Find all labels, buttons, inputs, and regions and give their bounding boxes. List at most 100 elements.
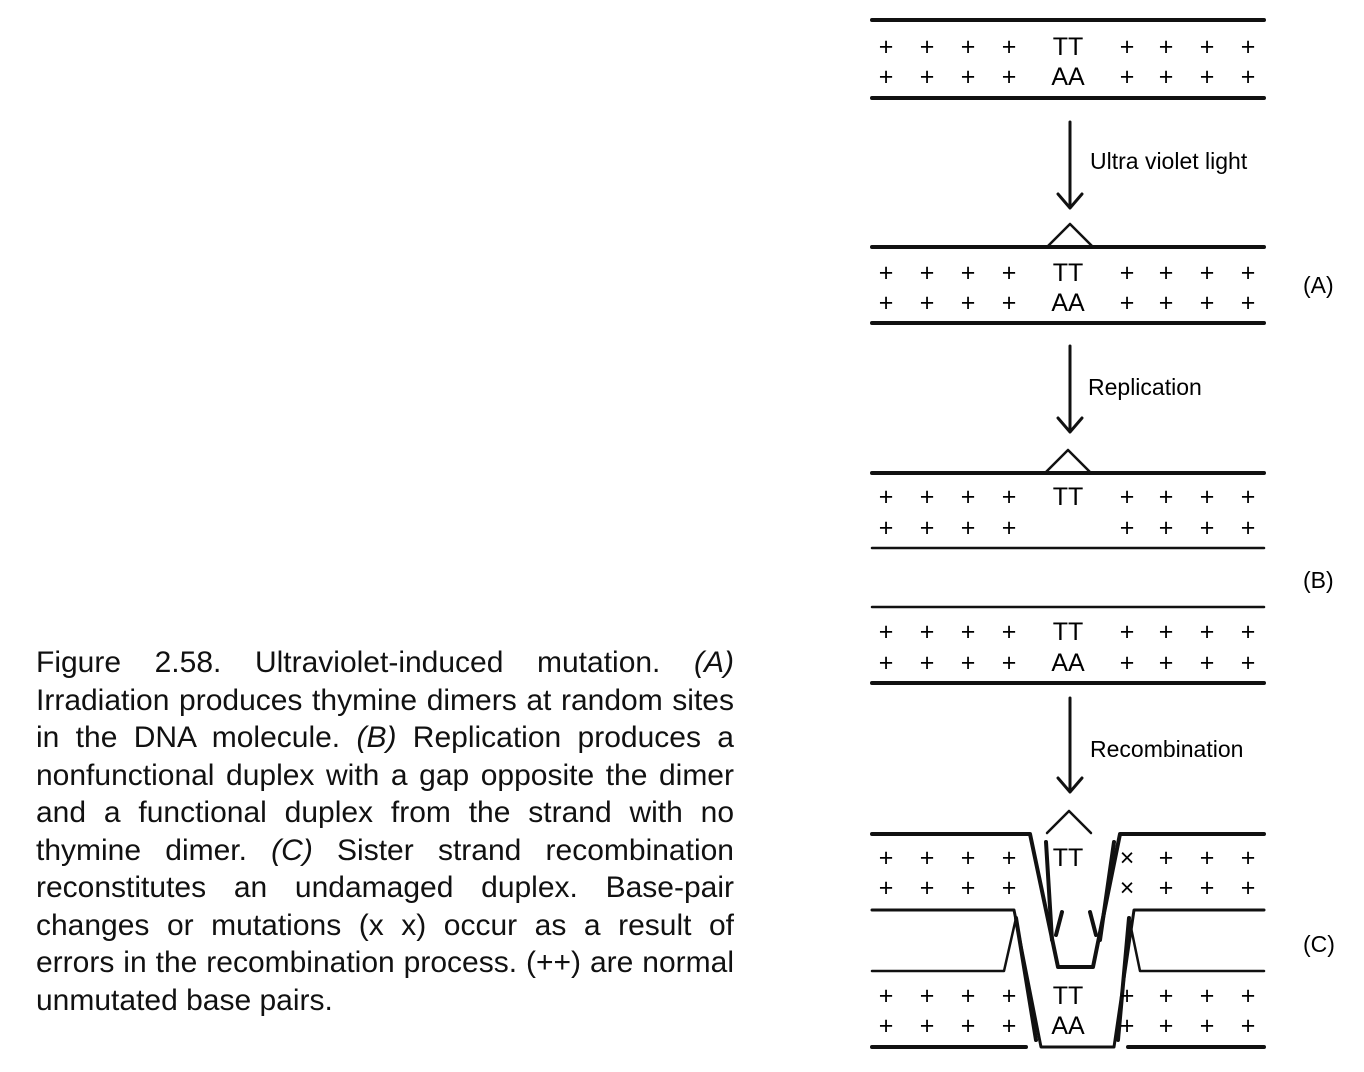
figure-title: Ultraviolet-induced mutation. xyxy=(254,646,661,679)
base-symbol: + xyxy=(961,33,976,61)
base-symbol: + xyxy=(920,874,935,902)
base-symbol: + xyxy=(961,483,976,511)
base-symbol: + xyxy=(879,514,894,542)
base-symbol: + xyxy=(1120,1012,1135,1040)
base-symbol: + xyxy=(1241,649,1256,677)
base-pair-letters: AA xyxy=(1051,649,1085,677)
base-symbol: + xyxy=(1200,649,1215,677)
step-label-replication: Replication xyxy=(1088,374,1202,400)
base-symbol: + xyxy=(1241,1012,1256,1040)
mutation-mark: × xyxy=(1120,844,1135,872)
base-symbol: + xyxy=(1200,63,1215,91)
caption-text-c: Sister strand recombination reconstitute… xyxy=(36,833,734,1017)
mutation-mark: × xyxy=(1120,874,1135,902)
figure-caption: Figure 2.58. Ultraviolet-induced mutatio… xyxy=(36,644,734,1019)
base-symbol: + xyxy=(1002,63,1017,91)
base-symbol: + xyxy=(1002,1012,1017,1040)
base-symbol: + xyxy=(1002,259,1017,287)
base-pair-letters: TT xyxy=(1053,844,1084,872)
base-symbol: + xyxy=(1002,874,1017,902)
thymine-dimer-marker xyxy=(1045,809,1093,835)
panel-label-a: (A) xyxy=(1303,272,1334,298)
step-label-recombination: Recombination xyxy=(1090,736,1243,762)
base-symbol: + xyxy=(920,844,935,872)
base-symbol: + xyxy=(961,982,976,1010)
base-symbol: + xyxy=(1002,33,1017,61)
caption-marker-b: (B) xyxy=(356,721,397,754)
base-symbol: + xyxy=(1002,618,1017,646)
base-symbol: + xyxy=(879,289,894,317)
base-symbol: + xyxy=(961,844,976,872)
base-symbol: + xyxy=(879,259,894,287)
base-symbol: + xyxy=(1120,259,1135,287)
base-symbol: + xyxy=(1159,483,1174,511)
base-symbol: + xyxy=(1159,514,1174,542)
base-symbol: + xyxy=(879,33,894,61)
base-symbol: + xyxy=(1002,982,1017,1010)
base-symbol: + xyxy=(920,649,935,677)
base-symbol: + xyxy=(879,649,894,677)
dna-strand xyxy=(1014,916,1038,1042)
base-symbol: + xyxy=(920,982,935,1010)
base-symbol: + xyxy=(1002,483,1017,511)
dna-strand xyxy=(1088,910,1098,937)
step-label-uv: Ultra violet light xyxy=(1090,148,1248,174)
panel-label-c: (C) xyxy=(1303,931,1335,957)
base-symbol: + xyxy=(879,844,894,872)
base-symbol: + xyxy=(1241,982,1256,1010)
thymine-dimer-marker xyxy=(1044,448,1092,474)
base-symbol: + xyxy=(920,1012,935,1040)
dna-strand xyxy=(1054,910,1064,937)
dna-strand xyxy=(1127,916,1266,973)
base-symbol: + xyxy=(961,618,976,646)
base-symbol: + xyxy=(1120,483,1135,511)
base-symbol: + xyxy=(1200,33,1215,61)
base-symbol: + xyxy=(1241,483,1256,511)
base-symbol: + xyxy=(1159,33,1174,61)
base-symbol: + xyxy=(1241,844,1256,872)
base-symbol: + xyxy=(920,483,935,511)
base-symbol: + xyxy=(879,982,894,1010)
base-symbol: + xyxy=(920,289,935,317)
base-symbol: + xyxy=(1120,514,1135,542)
base-symbol: + xyxy=(1159,1012,1174,1040)
base-pair-letters: AA xyxy=(1051,1012,1085,1040)
base-symbol: + xyxy=(920,259,935,287)
arrow-down-icon xyxy=(1056,696,1084,794)
base-symbol: + xyxy=(1241,514,1256,542)
dna-strand xyxy=(870,832,1266,969)
base-symbol: + xyxy=(1120,982,1135,1010)
base-symbol: + xyxy=(961,514,976,542)
base-symbol: + xyxy=(1120,63,1135,91)
base-symbol: + xyxy=(1002,514,1017,542)
base-symbol: + xyxy=(1200,618,1215,646)
caption-text-b: Replication produces a nonfunctional dup… xyxy=(36,721,734,867)
base-symbol: + xyxy=(1200,874,1215,902)
base-symbol: + xyxy=(1200,483,1215,511)
dna-strand xyxy=(870,908,1266,1049)
caption-marker-c: (C) xyxy=(271,833,313,867)
base-symbol: + xyxy=(961,289,976,317)
base-symbol: + xyxy=(1241,63,1256,91)
base-symbol: + xyxy=(1200,289,1215,317)
dna-strand xyxy=(1116,916,1131,1042)
base-symbol: + xyxy=(1241,259,1256,287)
base-pair-letters: TT xyxy=(1053,259,1084,287)
base-symbol: + xyxy=(1159,618,1174,646)
base-symbol: + xyxy=(920,33,935,61)
base-symbol: + xyxy=(961,649,976,677)
base-symbol: + xyxy=(961,259,976,287)
base-symbol: + xyxy=(879,618,894,646)
base-symbol: + xyxy=(1241,874,1256,902)
base-pair-letters: AA xyxy=(1051,289,1085,317)
base-symbol: + xyxy=(920,514,935,542)
base-pair-letters: TT xyxy=(1053,483,1084,511)
base-symbol: + xyxy=(1002,289,1017,317)
base-symbol: + xyxy=(1200,1012,1215,1040)
caption-marker-a: (A) xyxy=(694,646,734,679)
base-symbol: + xyxy=(1159,259,1174,287)
caption-paragraph: Figure 2.58. Ultraviolet-induced mutatio… xyxy=(36,644,734,1019)
base-symbol: + xyxy=(879,874,894,902)
base-symbol: + xyxy=(879,483,894,511)
